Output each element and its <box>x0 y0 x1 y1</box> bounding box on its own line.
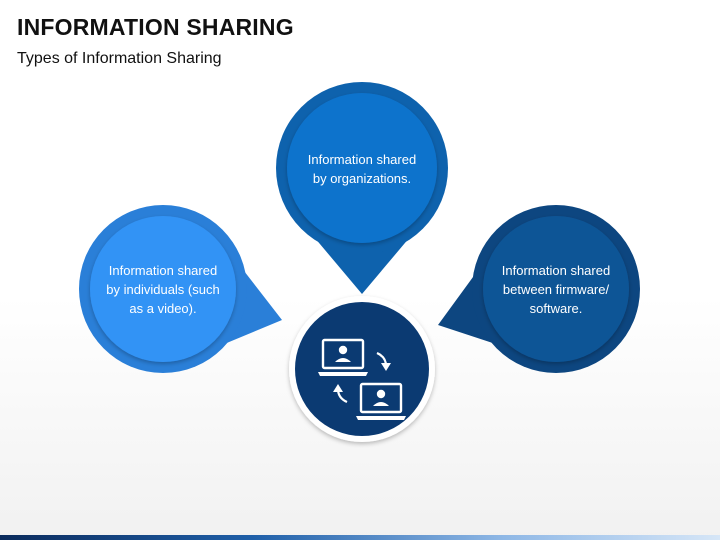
laptop-left-icon <box>318 338 368 376</box>
node-individuals-circle <box>90 216 236 362</box>
node-center <box>289 296 435 442</box>
arrow-up-icon <box>333 384 348 404</box>
page-title: INFORMATION SHARING <box>17 14 294 40</box>
node-firmware-circle <box>483 216 629 362</box>
node-organizations-label: Information shared by organizations. <box>307 152 417 186</box>
node-firmware <box>438 205 640 373</box>
node-individuals <box>79 205 282 373</box>
node-individuals-label: Information shared by individuals (such … <box>106 262 220 316</box>
arrow-down-icon <box>376 351 391 371</box>
laptop-right-icon <box>356 382 406 420</box>
node-organizations-circle <box>287 93 437 243</box>
footer-bar <box>0 535 720 540</box>
node-organizations <box>276 82 448 294</box>
node-firmware-label: Information shared between firmware/ sof… <box>501 262 611 316</box>
two-computers-exchange-icon <box>318 338 406 420</box>
page-subtitle: Types of Information Sharing <box>17 50 222 67</box>
